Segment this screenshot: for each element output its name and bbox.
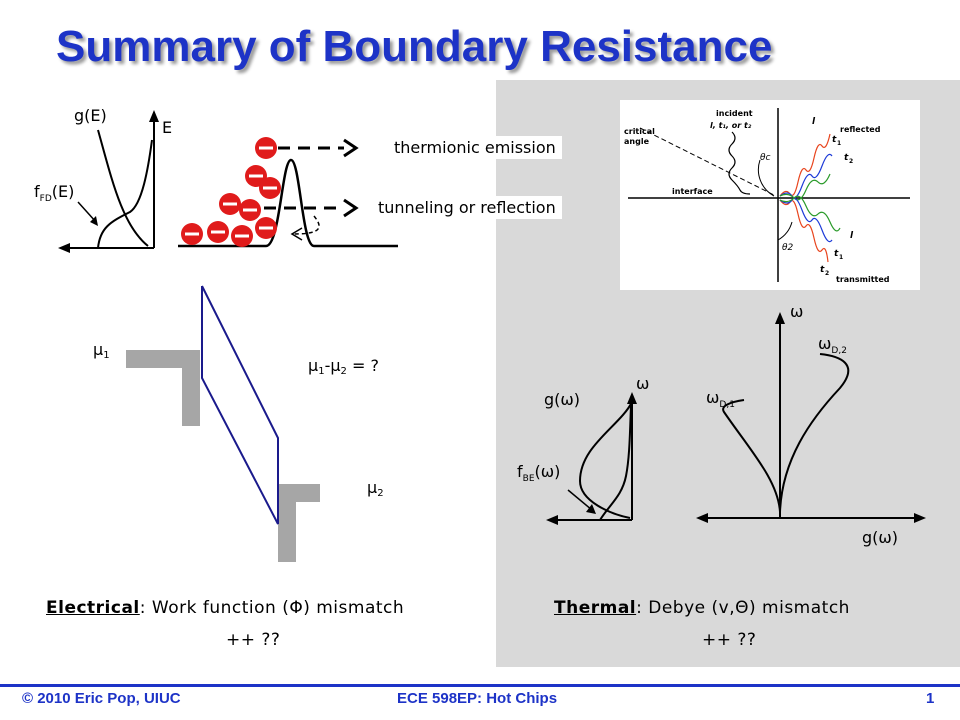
reflection-arrow-head-icon [290, 227, 303, 241]
g-omega-axis-arrow-icon [546, 515, 558, 525]
tunneling-arrow-head-icon [343, 198, 359, 218]
phonon-diagram-background [620, 100, 920, 290]
g-of-e-curve [97, 129, 149, 247]
theta-2-label: θ2 [782, 243, 794, 253]
g-of-e-label: g(E) [74, 106, 107, 125]
reflection-arrow [293, 215, 320, 235]
electron-icon [219, 193, 241, 215]
critical-angle-ray [639, 127, 777, 197]
footer-copyright: © 2010 Eric Pop, UIUC [22, 690, 181, 707]
omega-axis-large-arrow-icon [775, 312, 785, 324]
barrier-diagram [178, 137, 398, 248]
incident-label-line2: l, t₁, or t₂ [710, 121, 752, 130]
reflected-t2-label: t [844, 153, 849, 163]
g-omega-axis-large-right-arrow-icon [914, 513, 926, 523]
debye-curve-material-2 [779, 353, 850, 513]
g-omega-label-large: g(ω) [862, 528, 899, 547]
thermionic-arrow-head-icon [343, 138, 359, 158]
electron-group [181, 137, 281, 247]
electrical-plusplus: ++ ?? [226, 630, 281, 650]
electron-icon [231, 225, 253, 247]
g-axis-arrow-icon [58, 243, 70, 253]
mu1-label: μ1 [93, 340, 110, 361]
footer-divider [0, 684, 960, 687]
electron-icon [239, 199, 261, 221]
electron-icon [207, 221, 229, 243]
f-fd-label: fFD(E) [34, 182, 75, 204]
thermionic-emission-label: thermionic emission [388, 136, 562, 159]
electron-icon [259, 177, 281, 199]
thermal-plusplus: ++ ?? [702, 630, 757, 650]
transmitted-t1-label: t [834, 249, 839, 259]
electron-icon [181, 223, 203, 245]
mu2-label: μ2 [367, 478, 384, 499]
transmitted-t2-sub: 2 [825, 270, 829, 277]
transmitted-label: transmitted [836, 275, 890, 284]
e-axis-label: E [162, 118, 173, 137]
interface-label: interface [672, 187, 713, 196]
footer-course: ECE 598EP: Hot Chips [397, 690, 558, 707]
f-fd-pointer-arrow-icon [90, 216, 98, 226]
f-fd-pointer [77, 201, 97, 223]
mu1-bar [126, 350, 198, 368]
reflected-label: reflected [840, 125, 881, 134]
transmitted-t1-sub: 1 [839, 254, 843, 261]
transmitted-l-label: l [850, 231, 854, 241]
omega-axis-arrow-icon [627, 392, 637, 404]
phonon-interface-diagram: incident l, t₁, or t₂ critical angle int… [620, 100, 920, 290]
reflected-t2-sub: 2 [849, 158, 853, 165]
critical-label-line2: angle [624, 137, 650, 146]
reflected-t1-sub: 1 [837, 140, 841, 147]
debye-curve-material-1 [722, 399, 781, 513]
mu1-step [182, 350, 200, 426]
f-be-pointer-arrow-icon [586, 504, 596, 514]
theta-2-arc [777, 221, 793, 241]
chemical-potential-diagram [126, 285, 320, 562]
reflected-t2-wave [779, 173, 831, 201]
electrical-caption: Electrical: Work function (Φ) mismatch [46, 598, 405, 618]
electron-icon [255, 217, 277, 239]
potential-drop-outline [201, 285, 279, 525]
incident-label-line1: incident [716, 109, 753, 118]
debye-mismatch-plot [696, 312, 926, 523]
transmitted-t1-wave [779, 197, 833, 243]
g-omega-axis-large-left-arrow-icon [696, 513, 708, 523]
transmitted-t2-label: t [820, 265, 825, 275]
reflected-t1-wave [779, 153, 833, 199]
omega-d2-label: ωD,2 [818, 334, 847, 356]
bose-einstein-curve [599, 405, 632, 521]
phonon-dos-small-plot [546, 392, 637, 525]
mu2-step [278, 484, 296, 562]
omega-d1-label: ωD,1 [706, 388, 735, 410]
theta-c-label: θc [760, 153, 771, 163]
critical-label-line1: critical [624, 127, 655, 136]
tunneling-reflection-label: tunneling or reflection [372, 196, 562, 219]
electron-icon [255, 137, 277, 159]
footer-page-number: 1 [926, 690, 935, 707]
mu-difference-label: μ1-μ2 = ? [308, 356, 379, 377]
reflected-t1-label: t [832, 135, 837, 145]
f-be-label: fBE(ω) [517, 462, 561, 484]
thermal-caption: Thermal: Debye (v,Θ) mismatch [554, 598, 850, 618]
omega-axis-label-small: ω [636, 374, 650, 393]
f-be-pointer [567, 489, 593, 511]
theta-c-arc [757, 159, 775, 197]
energy-distribution-plot [58, 110, 159, 253]
omega-axis-label-large: ω [790, 302, 804, 321]
debye-dos-curve [578, 401, 633, 519]
g-omega-label-small: g(ω) [544, 390, 581, 409]
fermi-dirac-curve [97, 139, 153, 249]
transmitted-t2-wave [779, 195, 841, 232]
incident-wave [728, 131, 751, 195]
reflected-l-label: l [812, 117, 816, 127]
energy-axis-arrow-icon [149, 110, 159, 122]
slide-title: Summary of Boundary Resistance [56, 22, 773, 71]
